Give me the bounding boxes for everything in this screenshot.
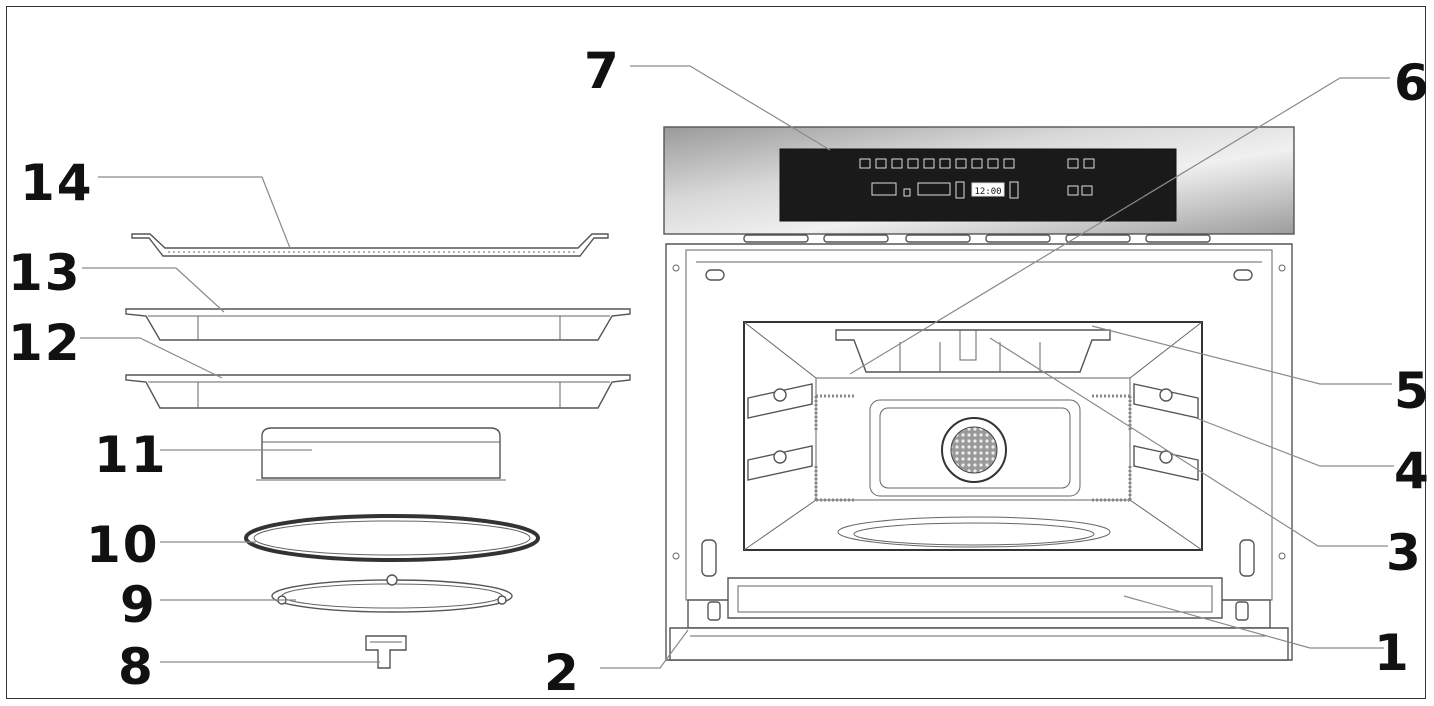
part-12-tray [125,374,631,409]
display-screen [971,182,1005,197]
leader-lines [80,65,1394,669]
callout-9: 9 [120,576,157,634]
part-14-grill-rack [131,233,609,257]
leader-3 [989,337,1388,547]
grill-element [835,329,1111,373]
cavity-corner-marks [814,394,1132,502]
callout-1: 1 [1374,624,1411,682]
cavity-turntable [837,516,1111,548]
leader-2 [600,629,689,669]
part-13-tray [125,308,631,341]
oven-body: 12:00 [663,126,1295,661]
leader-1 [1123,595,1384,649]
leader-14 [98,176,291,249]
door-latch-left [701,539,717,577]
callout-6: 6 [1394,54,1431,112]
display-time: 12:00 [974,187,1001,197]
callout-4: 4 [1394,442,1431,500]
back-panel [869,399,1081,497]
callout-7: 7 [584,42,621,100]
control-panel-buttons [859,158,1095,199]
callout-5: 5 [1394,362,1431,420]
part-9-roller-ring [271,574,513,613]
door-latch-right [1239,539,1255,577]
callout-14: 14 [20,154,94,212]
leader-4 [1195,417,1394,467]
callout-13: 13 [8,244,82,302]
shelf-runners [747,383,1199,481]
callout-10: 10 [86,516,160,574]
part-11-dish [256,427,506,481]
callout-11: 11 [94,426,168,484]
oven-base [669,627,1289,661]
part-10-glass-turntable [244,514,540,562]
callout-2: 2 [544,644,581,702]
leader-12 [80,337,223,379]
vent-slots [743,234,1211,243]
callout-8: 8 [118,638,155,696]
fan-mesh [950,426,998,474]
leader-6 [849,77,1390,375]
diagram-frame [6,6,1426,699]
leader-13 [82,267,225,313]
leader-5 [1091,325,1392,385]
leader-7 [630,65,831,151]
callout-3: 3 [1386,524,1423,582]
callout-12: 12 [8,314,82,372]
door-handle [727,577,1223,619]
part-8-coupler [365,635,407,669]
